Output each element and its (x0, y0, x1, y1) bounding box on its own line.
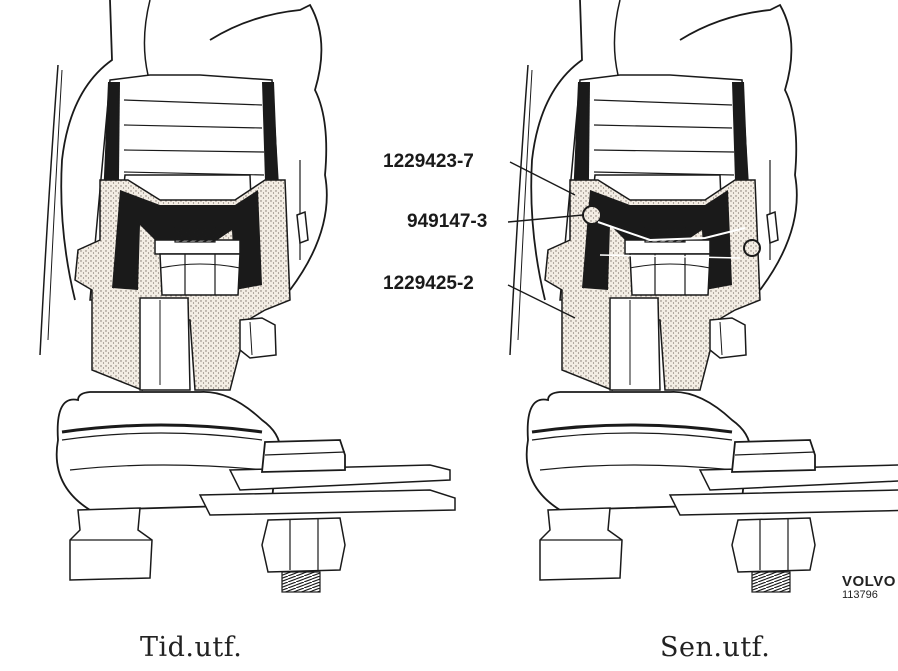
later-design-assembly (508, 0, 898, 594)
callout-leaders (507, 161, 584, 319)
callout-label-1229423-7: 1229423-7 (383, 151, 474, 172)
callout-label-1229425-2: 1229425-2 (383, 273, 474, 294)
callout-label-949147-3: 949147-3 (407, 211, 488, 232)
earlier-design-assembly (38, 0, 457, 594)
volvo-stamp: VOLVO 113796 (842, 574, 896, 601)
caption-later-design: Sen.utf. (660, 632, 771, 663)
stamp-brand: VOLVO (842, 573, 896, 590)
caption-earlier-design: Tid.utf. (140, 632, 243, 663)
stamp-number: 113796 (842, 589, 878, 601)
later-design-additions (582, 205, 761, 259)
